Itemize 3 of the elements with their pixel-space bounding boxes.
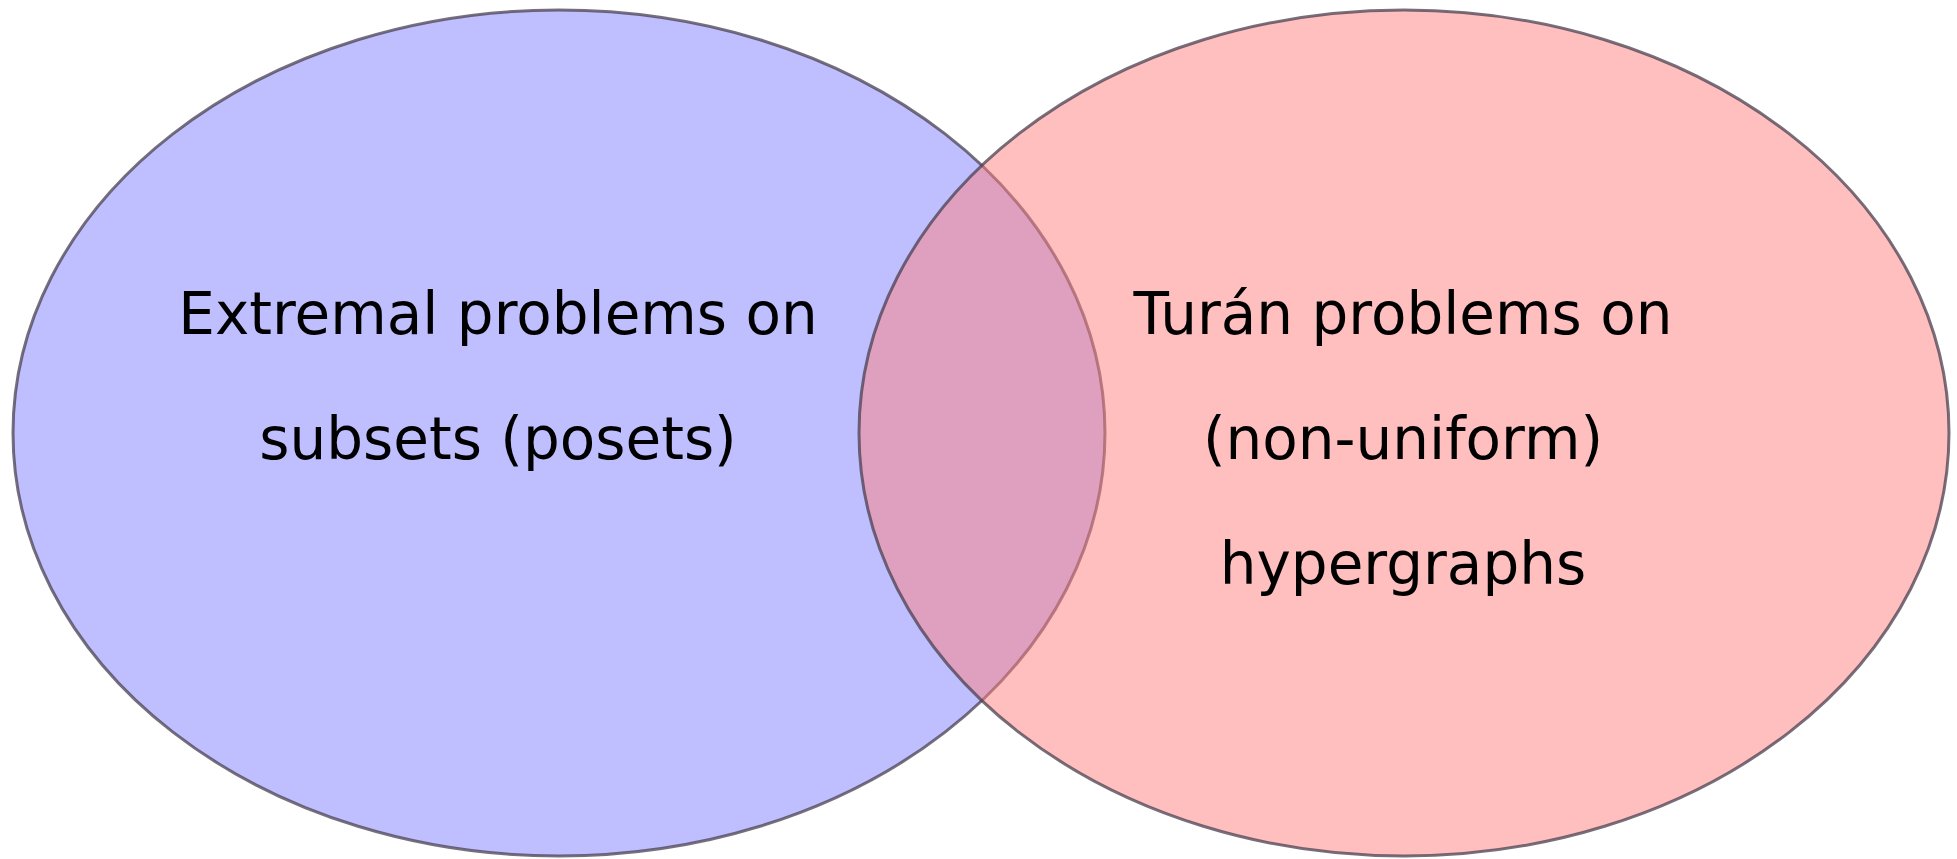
set-label: Extremal problems on subsets (posets) bbox=[177, 279, 819, 475]
set-ellipse bbox=[859, 10, 1949, 856]
set-label: Turán problems on (non-uniform) hypergraphs bbox=[1132, 279, 1674, 600]
